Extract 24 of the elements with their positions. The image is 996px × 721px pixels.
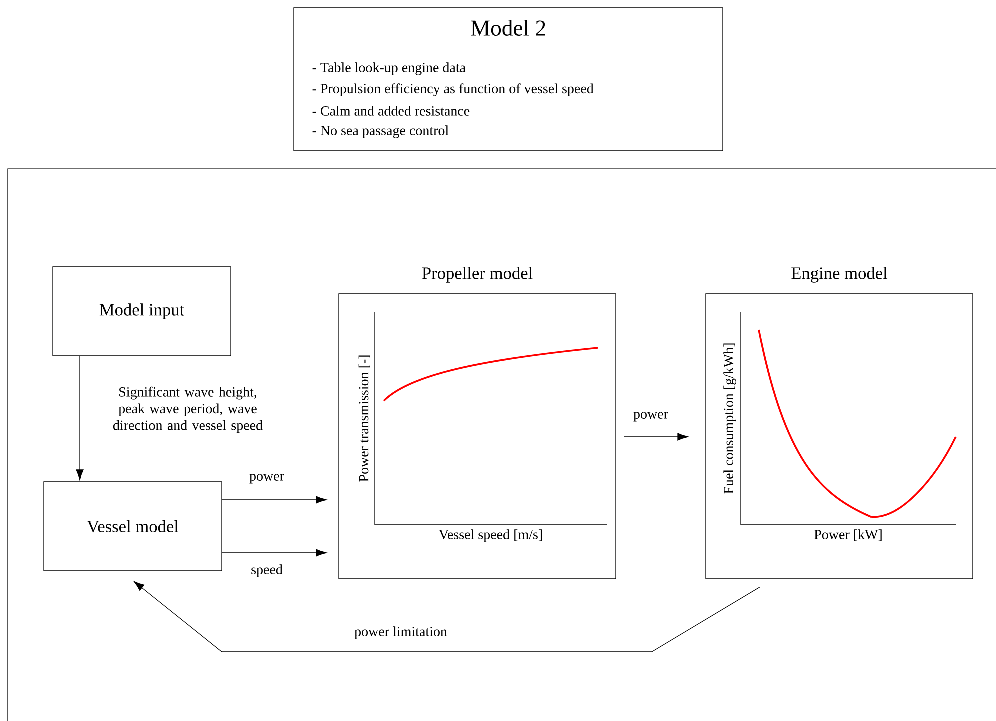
box-title: Model 2 <box>471 20 546 36</box>
edge-label: Significant wave height, peak wave period, wave direction and vessel speed <box>103 386 273 434</box>
process-box: Vessel model <box>44 482 222 572</box>
bullet-text: - No sea passage control <box>312 126 449 138</box>
arrow <box>222 549 327 557</box>
edge-label: power <box>632 410 670 424</box>
axis-label: Vessel speed [m/s] <box>439 530 542 542</box>
edge-label: speed <box>250 563 284 579</box>
arrow <box>222 496 327 504</box>
chart-title: Engine model <box>792 267 888 283</box>
axis-label: Power transmission [-] <box>358 356 370 482</box>
process-box: Model input <box>52 266 232 356</box>
axis-label: Power [kW] <box>814 530 882 542</box>
arrow <box>134 581 760 652</box>
axis-label: Fuel consumption [g/kWh] <box>724 344 736 494</box>
bullet-text: - Table look-up engine data <box>312 62 466 76</box>
edge-label: power <box>248 472 286 486</box>
info-box <box>294 8 724 152</box>
arrow <box>624 433 688 441</box>
edge-label: power limitation <box>353 625 449 641</box>
bullet-text: - Propulsion efficiency as function of vessel speed <box>312 84 594 96</box>
chart-title: Propeller model <box>422 267 533 283</box>
bullet-text: - Calm and added resistance <box>312 106 470 116</box>
arrow <box>76 356 84 480</box>
